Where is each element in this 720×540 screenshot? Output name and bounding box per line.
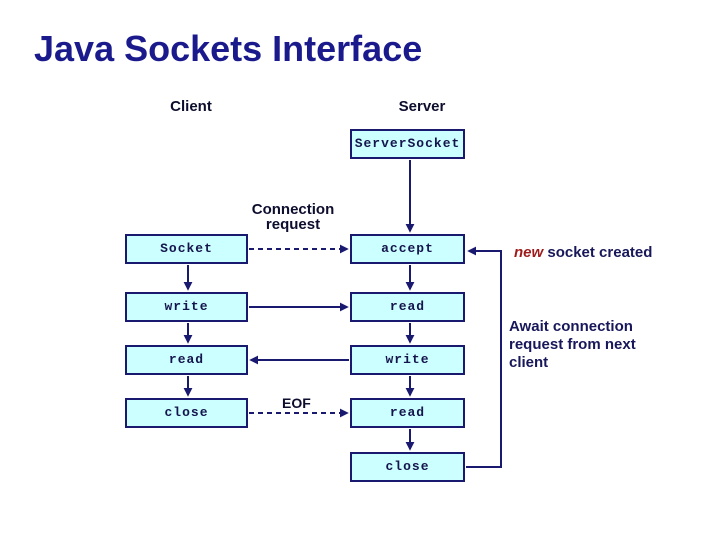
client-column-header: Client bbox=[170, 98, 212, 115]
connection-request-label: Connection request bbox=[251, 201, 335, 233]
eof-label: EOF bbox=[282, 395, 311, 411]
socket-created-text: socket created bbox=[543, 244, 653, 261]
slide-title: Java Sockets Interface bbox=[34, 28, 423, 69]
new-word-highlight: new bbox=[514, 244, 544, 261]
server-read2-box: read bbox=[350, 398, 465, 428]
loop-close-to-accept bbox=[466, 246, 502, 468]
server-serversocket-box: ServerSocket bbox=[350, 129, 465, 159]
await-connection-note: Await connection request from next clien… bbox=[509, 318, 636, 371]
server-column-header: Server bbox=[398, 98, 446, 115]
server-read-box: read bbox=[350, 292, 465, 322]
server-write-box: write bbox=[350, 345, 465, 375]
client-close-box: close bbox=[125, 398, 248, 428]
server-close-box: close bbox=[350, 452, 465, 482]
new-socket-created-label: new socket created bbox=[514, 244, 652, 261]
client-socket-box: Socket bbox=[125, 234, 248, 264]
client-write-box: write bbox=[125, 292, 248, 322]
server-accept-box: accept bbox=[350, 234, 465, 264]
client-read-box: read bbox=[125, 345, 248, 375]
